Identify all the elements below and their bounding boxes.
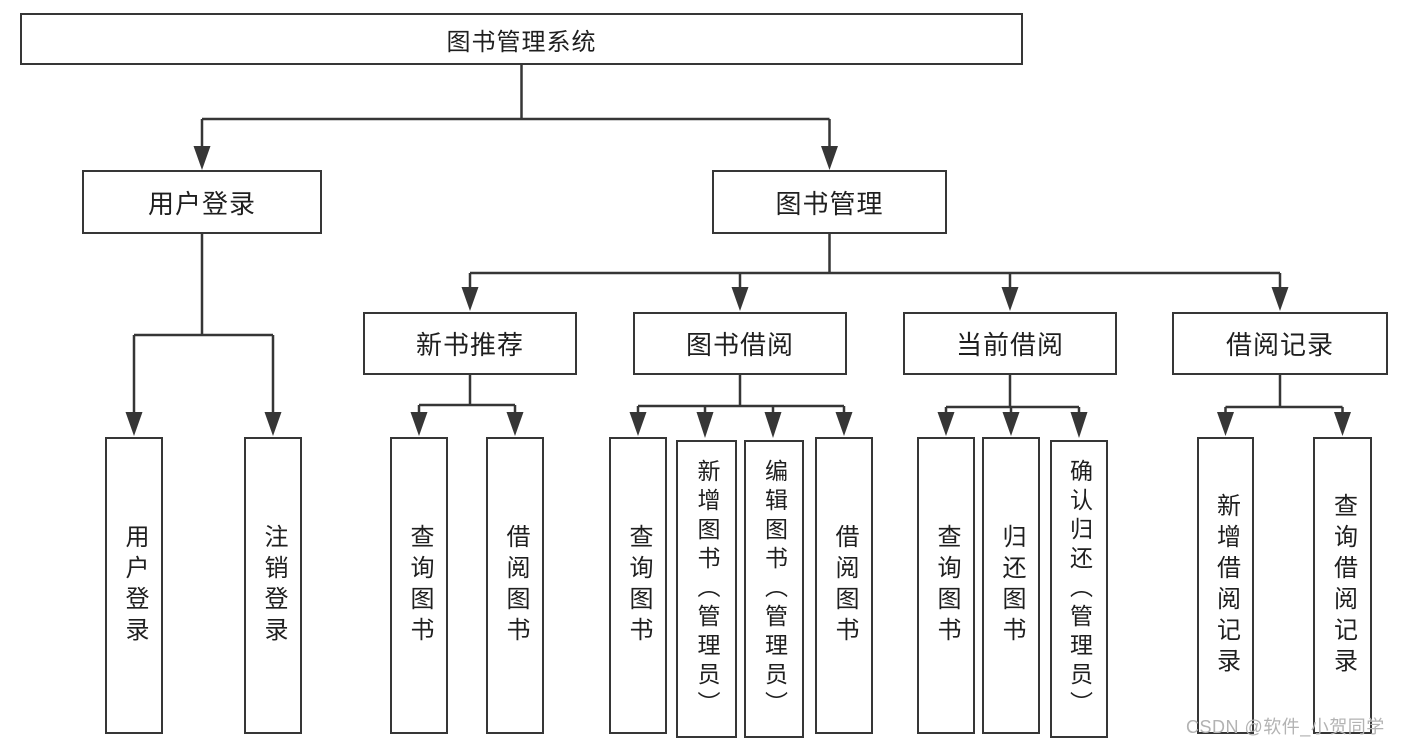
leaf-logout: 注销登录 xyxy=(244,437,302,734)
node-current-borrowing: 当前借阅 xyxy=(903,312,1117,375)
leaf-query-books-borrowing: 查询图书 xyxy=(609,437,667,734)
leaf-borrow-books-recommend: 借阅图书 xyxy=(486,437,544,734)
leaf-confirm-return-admin: 确认归还（管理员） xyxy=(1050,440,1108,738)
leaf-edit-books-admin: 编辑图书（管理员） xyxy=(744,440,804,738)
leaf-query-borrow-record: 查询借阅记录 xyxy=(1313,437,1372,734)
leaf-add-books-admin: 新增图书（管理员） xyxy=(676,440,737,738)
node-book-management: 图书管理 xyxy=(712,170,947,234)
node-borrowing-records: 借阅记录 xyxy=(1172,312,1388,375)
node-library-management-system: 图书管理系统 xyxy=(20,13,1023,65)
leaf-user-login: 用户登录 xyxy=(105,437,163,734)
node-book-borrowing: 图书借阅 xyxy=(633,312,847,375)
node-user-login: 用户登录 xyxy=(82,170,322,234)
leaf-return-books: 归还图书 xyxy=(982,437,1040,734)
leaf-query-books-recommend: 查询图书 xyxy=(390,437,448,734)
node-new-book-recommend: 新书推荐 xyxy=(363,312,577,375)
csdn-watermark: CSDN @软件_小贺同学 xyxy=(1186,717,1385,737)
leaf-add-borrow-record: 新增借阅记录 xyxy=(1197,437,1254,734)
leaf-borrow-books: 借阅图书 xyxy=(815,437,873,734)
leaf-query-books-current: 查询图书 xyxy=(917,437,975,734)
